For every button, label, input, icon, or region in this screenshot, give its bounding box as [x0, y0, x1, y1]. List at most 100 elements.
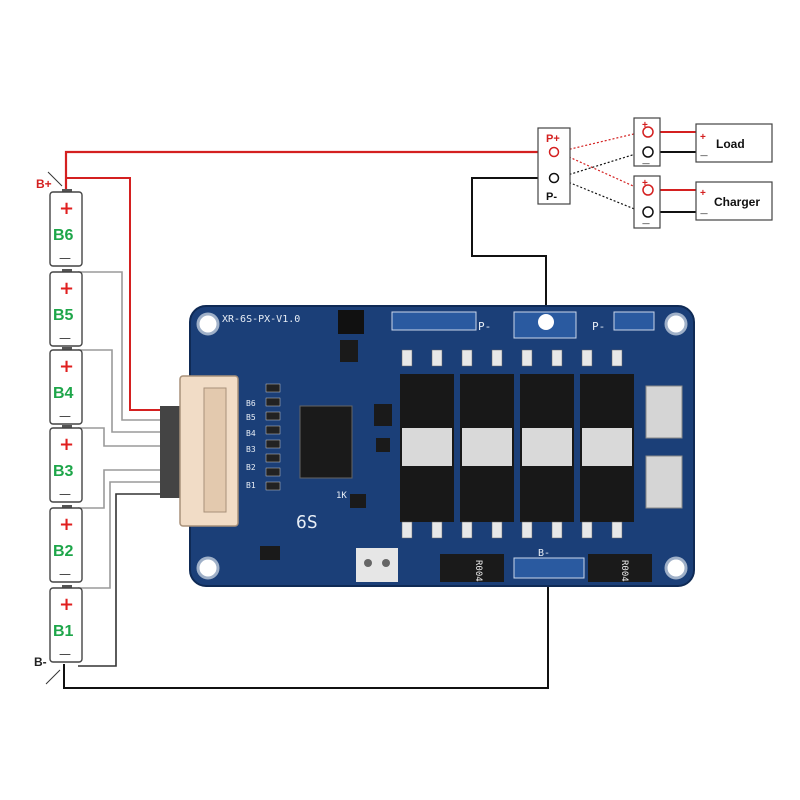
- b-plus-balance-wire: [66, 177, 162, 411]
- resistor-array: [265, 383, 281, 491]
- balance-connector-slot: [203, 387, 227, 513]
- battery-cell-b5: + B5 —: [49, 269, 83, 347]
- charger-terminal-block: + —: [633, 175, 661, 229]
- cell-name: B6: [53, 227, 74, 244]
- b-plus-label: B+: [36, 177, 52, 191]
- battery-cell-b3: + B3 —: [49, 425, 83, 503]
- top-small-ic: [338, 310, 364, 334]
- b-minus-pointer: [45, 669, 61, 685]
- cell-minus-sign: —: [59, 567, 71, 581]
- top-pad-strip-left: [391, 311, 477, 331]
- p-plus-label: P+: [546, 133, 560, 145]
- charger-label: Charger: [714, 195, 760, 209]
- cell-body: [49, 587, 83, 663]
- board-series-label: 6S: [296, 512, 318, 533]
- mosfet-3-tab: [522, 428, 572, 466]
- p-plus-terminal: [548, 146, 560, 158]
- pin-label-b3: B3: [246, 445, 256, 454]
- load-terminal-block: + —: [633, 117, 661, 168]
- cell-plus-sign: +: [59, 198, 74, 219]
- battery-cell-b4: + B4 —: [49, 347, 83, 425]
- shunt-resistor-1-label: R004: [473, 560, 483, 582]
- white-pad: [356, 548, 398, 582]
- balance-wire-b1: [78, 481, 162, 589]
- p-minus-solder-pad: [538, 314, 554, 330]
- cell-plus-sign: +: [59, 434, 74, 455]
- cell-plus-sign: +: [59, 356, 74, 377]
- balance-wire-b4: [78, 349, 162, 433]
- balance-wire-b-minus: [78, 493, 162, 667]
- cell-plus-sign: +: [59, 594, 74, 615]
- load-term-minus-sign: —: [642, 159, 650, 168]
- p-plus-to-charger-dotted: [557, 151, 643, 191]
- cell-minus-sign: —: [59, 409, 71, 423]
- pin-label-b6: B6: [246, 399, 256, 408]
- shunt-resistor-2: [588, 554, 652, 582]
- board-p-minus-label-2: P-: [592, 320, 605, 333]
- p-minus-to-board-wire: [471, 177, 554, 318]
- board-p-minus-label-1: P-: [478, 320, 491, 333]
- load-box-frame: [695, 123, 773, 163]
- cell-minus-sign: —: [59, 251, 71, 265]
- board-1k-label: 1K: [336, 491, 347, 501]
- right-pad-top: [645, 385, 683, 439]
- p-terminal-block: [537, 127, 571, 205]
- p-minus-to-charger-dotted: [557, 177, 643, 213]
- cell-name: B2: [53, 543, 74, 560]
- charger-box-frame: [695, 181, 773, 221]
- charger-box-minus-sign: —: [700, 209, 708, 218]
- cell-minus-sign: —: [59, 487, 71, 501]
- cell-body: [49, 271, 83, 347]
- p-minus-to-load-dotted: [557, 151, 643, 179]
- balance-wire-b5: [78, 271, 162, 421]
- charger-terminal-housing: [633, 175, 661, 229]
- p-minus-label: P-: [546, 191, 557, 203]
- balance-connector-wires: [160, 406, 180, 498]
- p-minus-terminal: [548, 172, 560, 184]
- load-term-plus-sign: +: [642, 120, 648, 131]
- smd-parts: [260, 340, 392, 560]
- protection-ic: [299, 405, 353, 479]
- mosfet-4-tab: [582, 428, 632, 466]
- cell-name: B5: [53, 307, 74, 324]
- output-terminals: P+ P-: [537, 127, 571, 205]
- cell-body: [49, 349, 83, 425]
- mount-hole-top-left: [196, 312, 220, 336]
- load-label: Load: [716, 137, 745, 151]
- load-terminal-housing: [633, 117, 661, 167]
- charger-plus-terminal: [642, 184, 654, 196]
- mosfet-2-tab: [462, 428, 512, 466]
- cell-name: B4: [53, 385, 74, 402]
- load-box: + — Load: [695, 123, 773, 163]
- cell-body: [49, 191, 83, 267]
- cell-body: [49, 507, 83, 583]
- mosfet-side-components: [401, 349, 623, 539]
- pin-label-b2: B2: [246, 463, 256, 472]
- bms-board: XR-6S-PX-V1.0 6S P- P- B- 1K B6 B5 B4 B3…: [160, 305, 695, 587]
- bottom-pad-strip: [513, 557, 585, 579]
- pin-label-b4: B4: [246, 429, 256, 438]
- board-b-minus-label: B-: [538, 548, 550, 559]
- balance-wire-b2: [78, 469, 162, 509]
- load-box-minus-sign: —: [700, 151, 708, 160]
- cell-plus-sign: +: [59, 278, 74, 299]
- charger-box-plus-sign: +: [700, 188, 706, 199]
- right-pad-bottom: [645, 455, 683, 509]
- charger-term-plus-sign: +: [642, 178, 648, 189]
- load-minus-terminal: [642, 146, 654, 158]
- mount-hole-bottom-right: [664, 556, 688, 580]
- charger-minus-terminal: [642, 206, 654, 218]
- load-box-plus-sign: +: [700, 132, 706, 143]
- pin-label-b5: B5: [246, 413, 256, 422]
- b-plus-to-p-plus-wire: [64, 150, 542, 190]
- balance-wire-b3: [78, 427, 162, 447]
- cell-minus-sign: —: [59, 331, 71, 345]
- battery-cell-b6: + B6 —: [49, 189, 83, 267]
- cell-name: B1: [53, 623, 74, 640]
- load-plus-terminal: [642, 126, 654, 138]
- mount-hole-top-right: [664, 312, 688, 336]
- mount-hole-bottom-left: [196, 556, 220, 580]
- battery-stack: B+ B- + B6 — + B5 — + B4 — +: [34, 171, 83, 685]
- b-minus-to-board-wire: [63, 578, 549, 689]
